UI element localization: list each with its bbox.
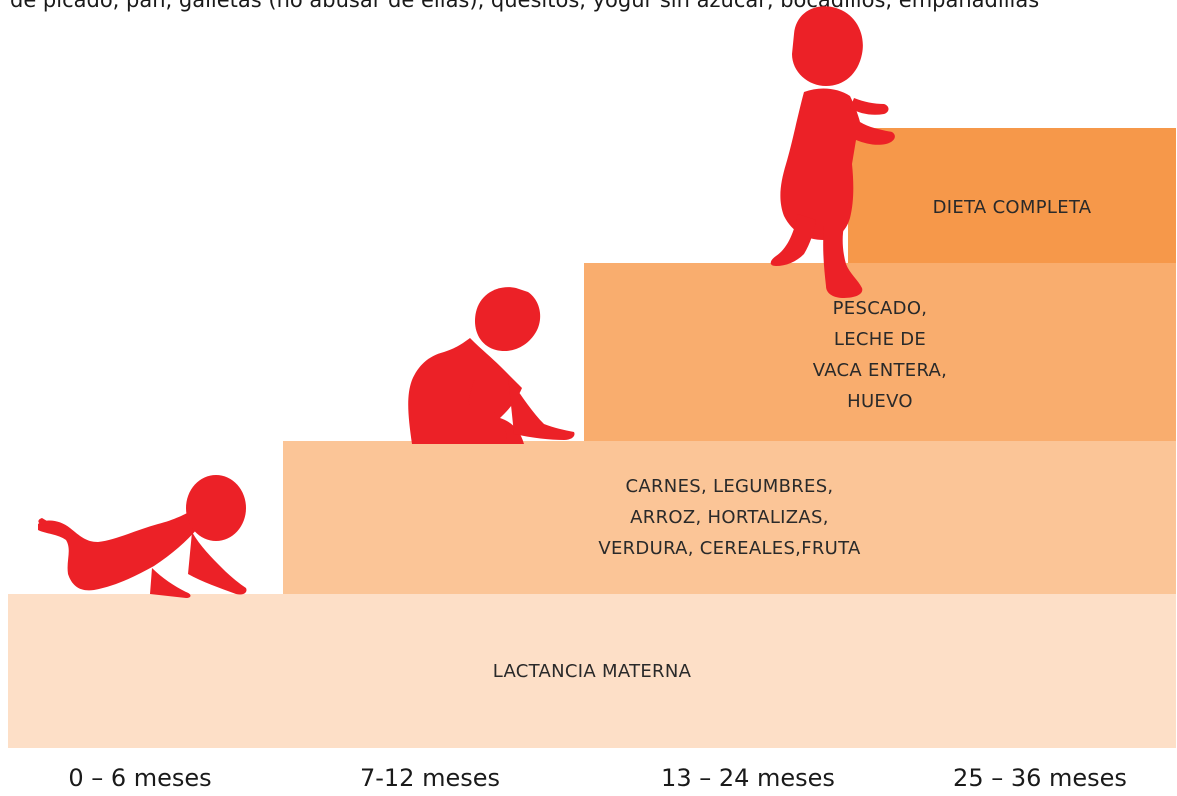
- step-label-line: VERDURA, CEREALES,FRUTA: [598, 538, 861, 559]
- step-lactancia: LACTANCIA MATERNA: [8, 594, 1176, 748]
- step-carnes: CARNES, LEGUMBRES, ARROZ, HORTALIZAS, VE…: [283, 441, 1176, 594]
- sitting-baby-icon: [408, 287, 575, 444]
- step-label-line: VACA ENTERA,: [812, 360, 948, 381]
- step-dieta-completa: DIETA COMPLETA: [848, 128, 1176, 263]
- step-label-line: CARNES, LEGUMBRES,: [625, 476, 834, 497]
- step-label-line: DIETA COMPLETA: [932, 197, 1092, 218]
- step-label: DIETA COMPLETA: [933, 168, 1092, 223]
- age-label-7-12: 7-12 meses: [359, 764, 500, 792]
- step-label-line: LACTANCIA MATERNA: [492, 660, 692, 682]
- step-label-line: PESCADO,: [832, 298, 928, 319]
- walking-toddler-icon: [770, 6, 895, 298]
- age-label-0-6: 0 – 6 meses: [68, 764, 212, 792]
- step-pescado: PESCADO, LECHE DE VACA ENTERA, HUEVO: [584, 263, 1176, 441]
- step-label-line: ARROZ, HORTALIZAS,: [630, 507, 829, 528]
- age-label-13-24: 13 – 24 meses: [661, 764, 835, 792]
- age-label-25-36: 25 – 36 meses: [953, 764, 1127, 792]
- crawling-baby-icon: [38, 475, 247, 598]
- step-label: PESCADO, LECHE DE VACA ENTERA, HUEVO: [813, 287, 947, 417]
- step-label-line: LECHE DE: [833, 329, 927, 350]
- step-label-line: HUEVO: [847, 391, 913, 412]
- step-label: CARNES, LEGUMBRES, ARROZ, HORTALIZAS, VE…: [598, 471, 860, 564]
- step-label: LACTANCIA MATERNA: [493, 656, 692, 687]
- intro-text: de picado, pan, galletas (no abusar de e…: [10, 0, 1040, 12]
